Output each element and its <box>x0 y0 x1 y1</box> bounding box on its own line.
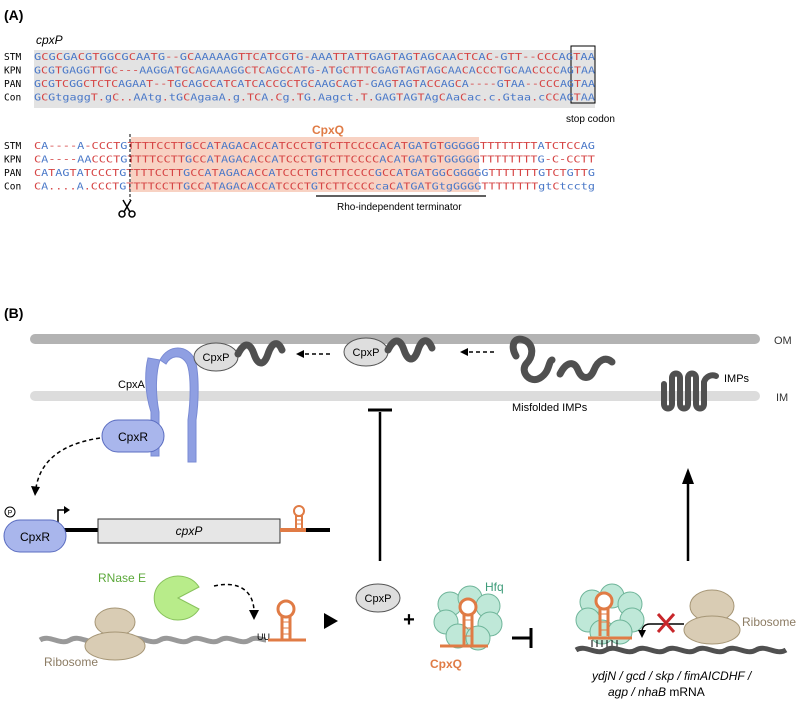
scissors-icon <box>118 199 136 218</box>
bottom-row-stm-name: STM <box>4 141 21 152</box>
rnase-e-label: RNase E <box>98 571 146 585</box>
blocked-ribosome-arrowhead <box>638 630 646 638</box>
bottom-row-con-name: Con <box>4 182 21 193</box>
rnase-cleavage-arrow <box>213 583 255 613</box>
rnase-cleavage-arrowhead <box>249 610 259 620</box>
imps-label: IMPs <box>724 373 750 385</box>
ribosome-right-label: Ribosome <box>742 615 796 629</box>
top-row-stm-name: STM <box>4 52 21 63</box>
top-row-kpn-name: KPN <box>4 66 21 77</box>
cpxp-bound-cpxa: CpxP <box>193 342 239 372</box>
top-row-kpn-seq: GCGTGAGGTTGC---AAGGATGCAGAAAGGCTCAGCCATG… <box>34 66 595 77</box>
cpxr-membrane: CpxR <box>101 419 165 453</box>
ribosome-left <box>84 607 146 661</box>
terminator-hairpin-icon <box>293 505 305 530</box>
im-label: IM <box>776 392 788 404</box>
promoter-arrowhead <box>64 506 70 514</box>
base-pairing-ticks <box>591 640 618 647</box>
alignment-top-highlight <box>34 50 595 108</box>
cpxr-phosphorylated: CpxR <box>3 519 67 553</box>
plus-sign: + <box>403 609 415 631</box>
cpxp-gene-box-label: cpxP <box>176 524 203 538</box>
process-triangle-arrow <box>324 613 338 629</box>
svg-text:P: P <box>8 510 13 517</box>
cpxp-product: CpxP <box>355 583 401 613</box>
svg-text:CpxP: CpxP <box>203 352 230 364</box>
bottom-row-pan-seq: CATAGTATCCCTGTTTTCCTTGCCATAGACACCATCCCTG… <box>34 168 595 179</box>
imp-bound-squiggle <box>234 340 286 367</box>
svg-text:CpxR: CpxR <box>118 430 148 444</box>
target-genes-line1: ydjN / gcd / skp / fimAICDHF / <box>591 669 753 683</box>
phosphorylation-arrowhead <box>31 486 40 496</box>
target-genes-line2: agp / nhaB mRNA <box>608 685 705 699</box>
misfolded-imps-label: Misfolded IMPs <box>512 402 588 414</box>
imp-free-squiggle <box>384 337 436 363</box>
cpxq-hairpin-right <box>588 591 632 640</box>
dashed-arrow-2 <box>460 348 494 356</box>
bottom-row-pan-name: PAN <box>4 168 21 179</box>
panel-b-label: (B) <box>4 305 23 321</box>
cpxp-free-imp: CpxP <box>343 337 389 367</box>
inner-membrane <box>30 391 760 401</box>
ribosome-left-label: Ribosome <box>44 655 98 669</box>
uu-label: UU <box>257 632 270 642</box>
upregulation-arrowhead <box>682 468 694 484</box>
terminator-label: Rho-independent terminator <box>337 202 462 213</box>
stop-codon-box <box>570 45 596 104</box>
bottom-row-stm-seq: CA----A-CCCTGTTTTCCTTGCCATAGACACCATCCCTG… <box>34 141 595 152</box>
hfq-complex-middle <box>433 585 503 651</box>
cpxp-mrna-wave <box>38 635 267 645</box>
ribosome-right <box>683 589 741 645</box>
hfq-complex-right <box>575 583 645 645</box>
misfolded-imp-1-squiggle <box>509 335 556 383</box>
rnase-e-pacman <box>153 575 200 621</box>
om-label: OM <box>774 335 792 347</box>
misfolded-imp-2-squiggle <box>556 355 616 381</box>
svg-text:CpxR: CpxR <box>20 530 50 544</box>
hfq-label: Hfq <box>485 580 504 594</box>
cpxq-region-label: CpxQ <box>312 123 344 137</box>
imps-membrane-squiggle <box>661 370 719 412</box>
top-row-con-seq: GCGtgaggT.gC..AAtg.tGCAgaaA.g.TCA.Cg.TG.… <box>34 93 595 104</box>
dashed-arrow-1 <box>296 350 330 358</box>
cpxa-label: CpxA <box>118 379 146 391</box>
phosphorylation-arrow <box>35 437 101 489</box>
top-row-pan-seq: GCGTCGGCTCTCAGAAT--TGCAGCCATCATCACCGCTGC… <box>34 79 595 90</box>
panel-a-label: (A) <box>4 7 23 23</box>
top-row-con-name: Con <box>4 93 21 104</box>
cpxq-label-middle: CpxQ <box>430 657 462 671</box>
cpxq-hairpin-middle <box>440 597 488 648</box>
alignment-bottom-highlight <box>131 137 479 192</box>
svg-text:CpxP: CpxP <box>365 593 392 605</box>
alignment-bottom: STM CA----A-CCCTGTTTTCCTTGCCATAGACACCATCC… <box>4 141 595 193</box>
bottom-row-kpn-name: KPN <box>4 155 21 166</box>
top-row-pan-name: PAN <box>4 79 21 90</box>
bottom-row-kpn-seq: CA----AACCCTGTTTTCCTTGCCATAGACACCATCCCTG… <box>34 155 595 166</box>
svg-text:CpxP: CpxP <box>353 347 380 359</box>
target-mrna-wave <box>574 645 788 655</box>
phosphate-icon: P <box>4 506 16 518</box>
cpxq-hairpin-left <box>268 599 306 642</box>
bottom-row-con-seq: CA....A.CCCTGTTTTCCTTGCCATAGACACCATCCCTG… <box>34 182 595 193</box>
stop-codon-label: stop codon <box>566 114 615 125</box>
block-cross-icon <box>656 613 676 633</box>
cpxp-gene-label: cpxP <box>36 33 63 47</box>
